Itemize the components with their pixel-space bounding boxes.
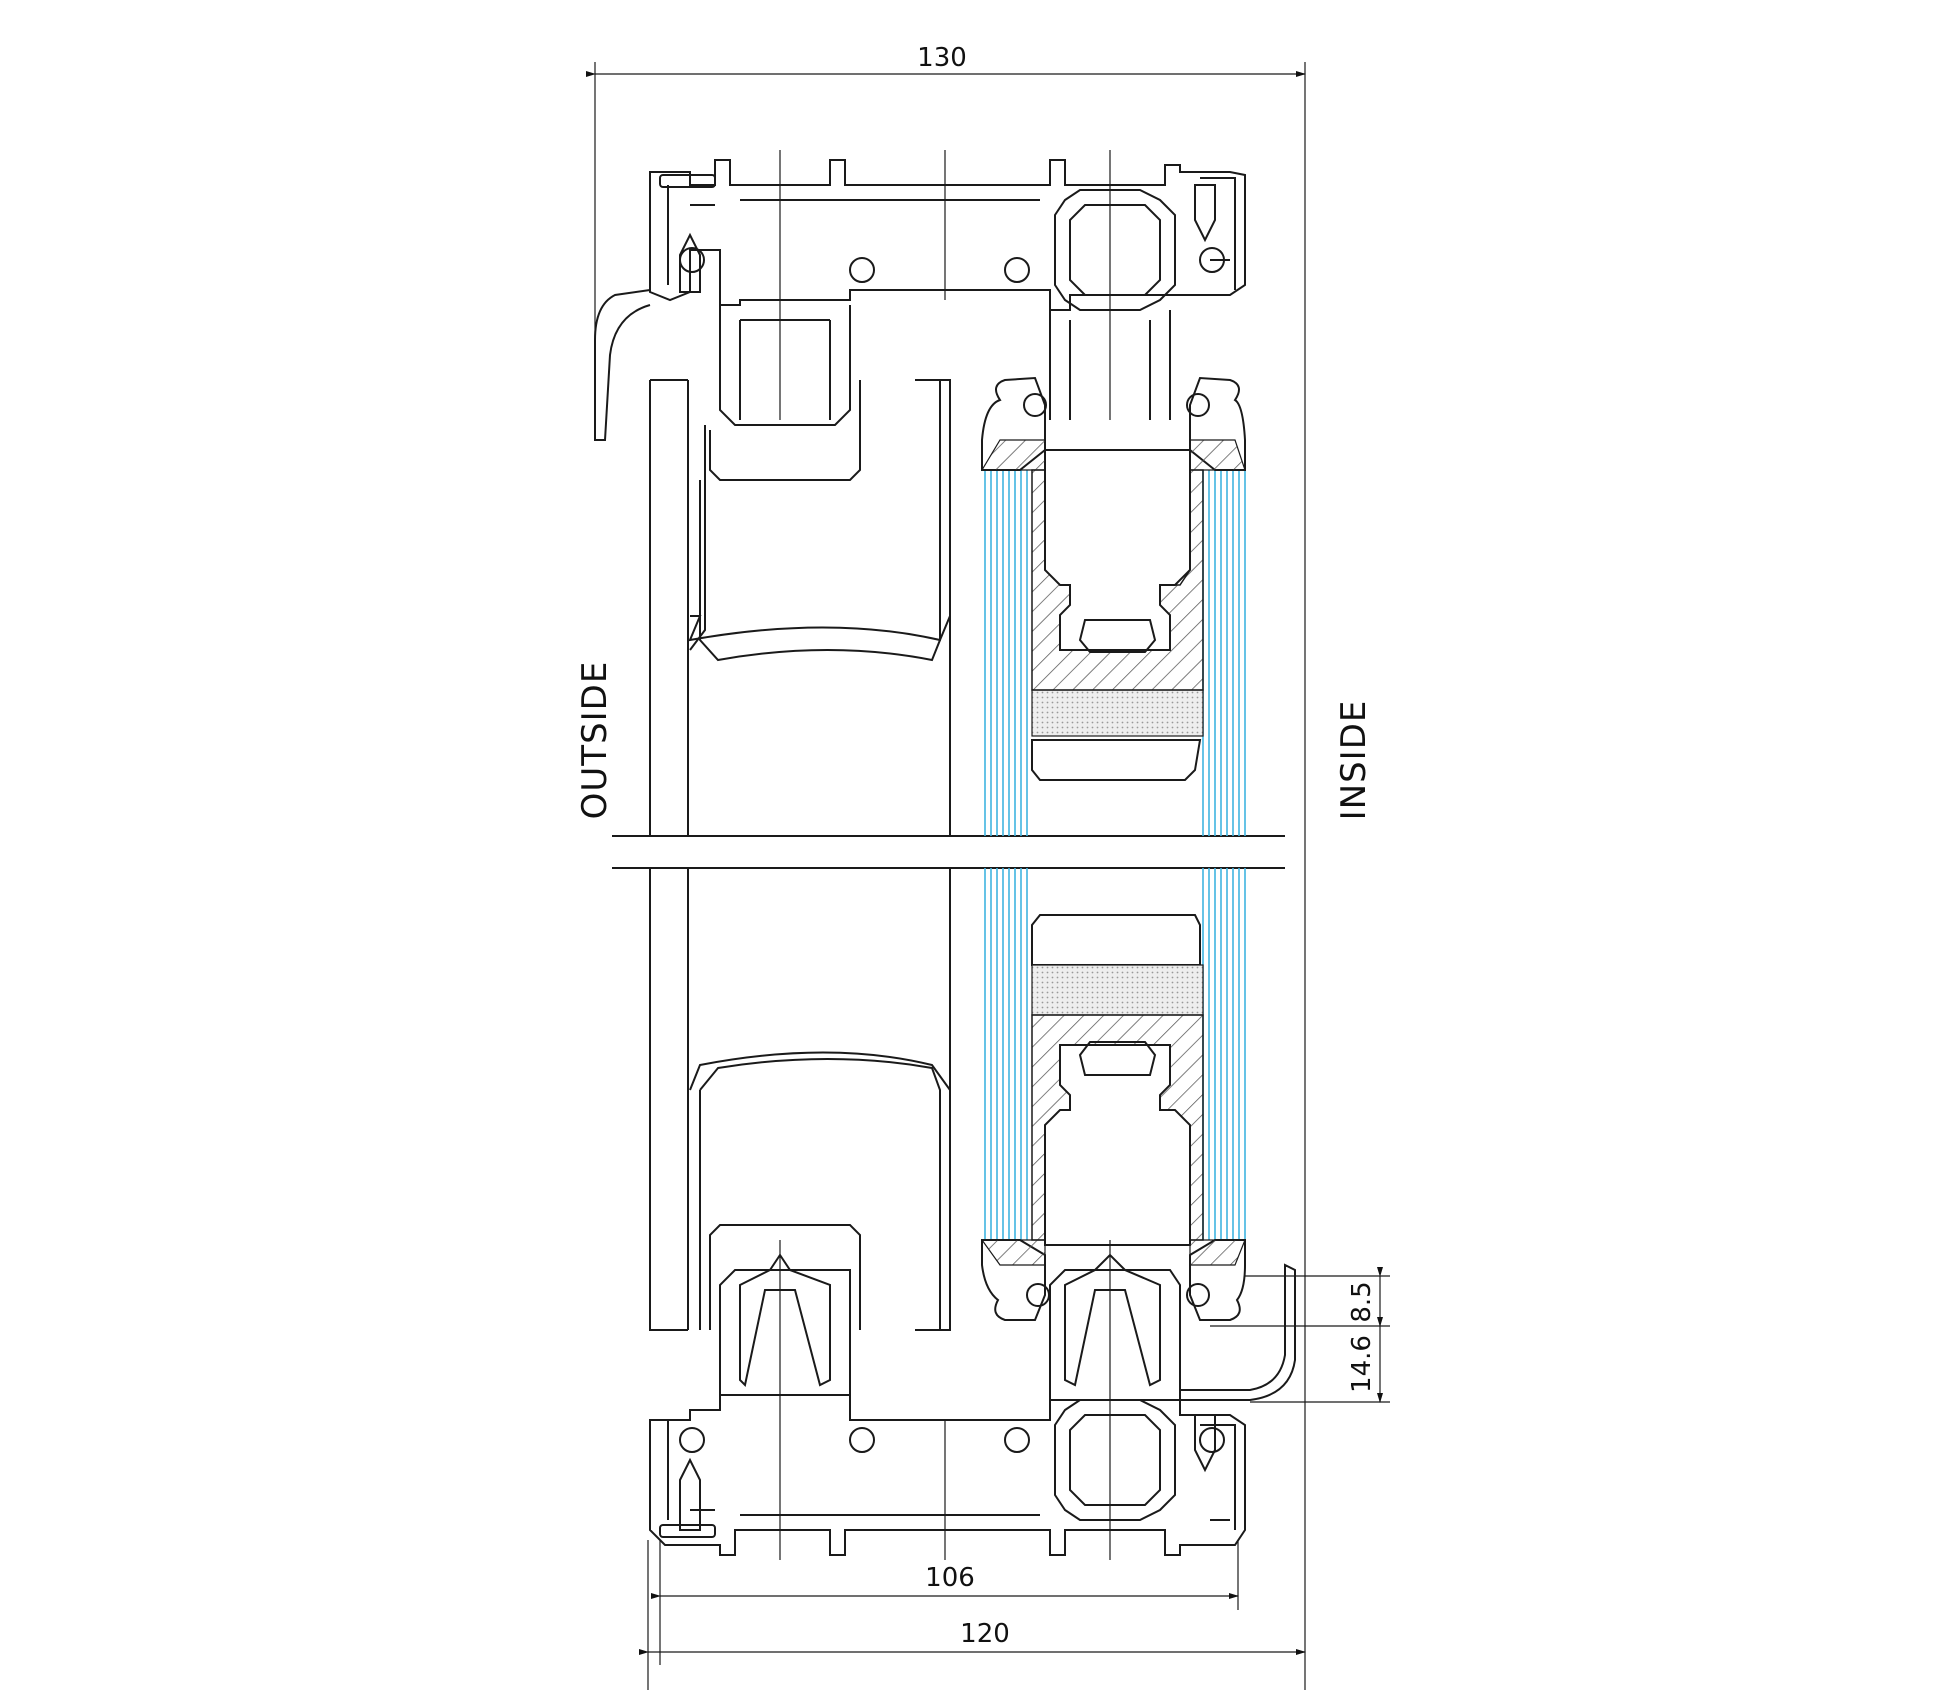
outer-sash-top xyxy=(649,379,951,836)
spacer-bar-bottom xyxy=(1031,914,1201,966)
spacer-bar-top xyxy=(1031,739,1202,781)
outer-sash-bottom xyxy=(649,868,951,1331)
dimension-inner-bottom: 106 xyxy=(651,1540,1239,1665)
inner-sash-top xyxy=(1044,449,1191,651)
outside-label: OUTSIDE xyxy=(575,661,615,820)
dim-14-6-label: 14.6 xyxy=(1347,1335,1377,1393)
glass-pane-left-top xyxy=(984,470,1028,836)
bottom-frame-profile xyxy=(649,1240,1296,1560)
glass-unit-bottom xyxy=(980,868,1246,1321)
dim-130-label: 130 xyxy=(917,43,967,73)
top-frame-profile xyxy=(594,150,1246,441)
dimension-overall-bottom: 120 xyxy=(639,1540,1306,1690)
dim-106-label: 106 xyxy=(925,1563,975,1593)
dimension-overall-top: 130 xyxy=(586,43,1306,1690)
inside-label: INSIDE xyxy=(1334,700,1374,821)
glass-pane-right-bottom xyxy=(1202,868,1246,1240)
glass-unit-top xyxy=(980,376,1246,836)
glass-pane-right-top xyxy=(1202,470,1246,836)
glass-pane-left-bottom xyxy=(984,868,1028,1240)
dim-8-5-label: 8.5 xyxy=(1347,1281,1377,1322)
spacer-top xyxy=(1031,689,1204,737)
spacer-bottom xyxy=(1031,964,1204,1016)
dim-120-label: 120 xyxy=(960,1619,1010,1649)
